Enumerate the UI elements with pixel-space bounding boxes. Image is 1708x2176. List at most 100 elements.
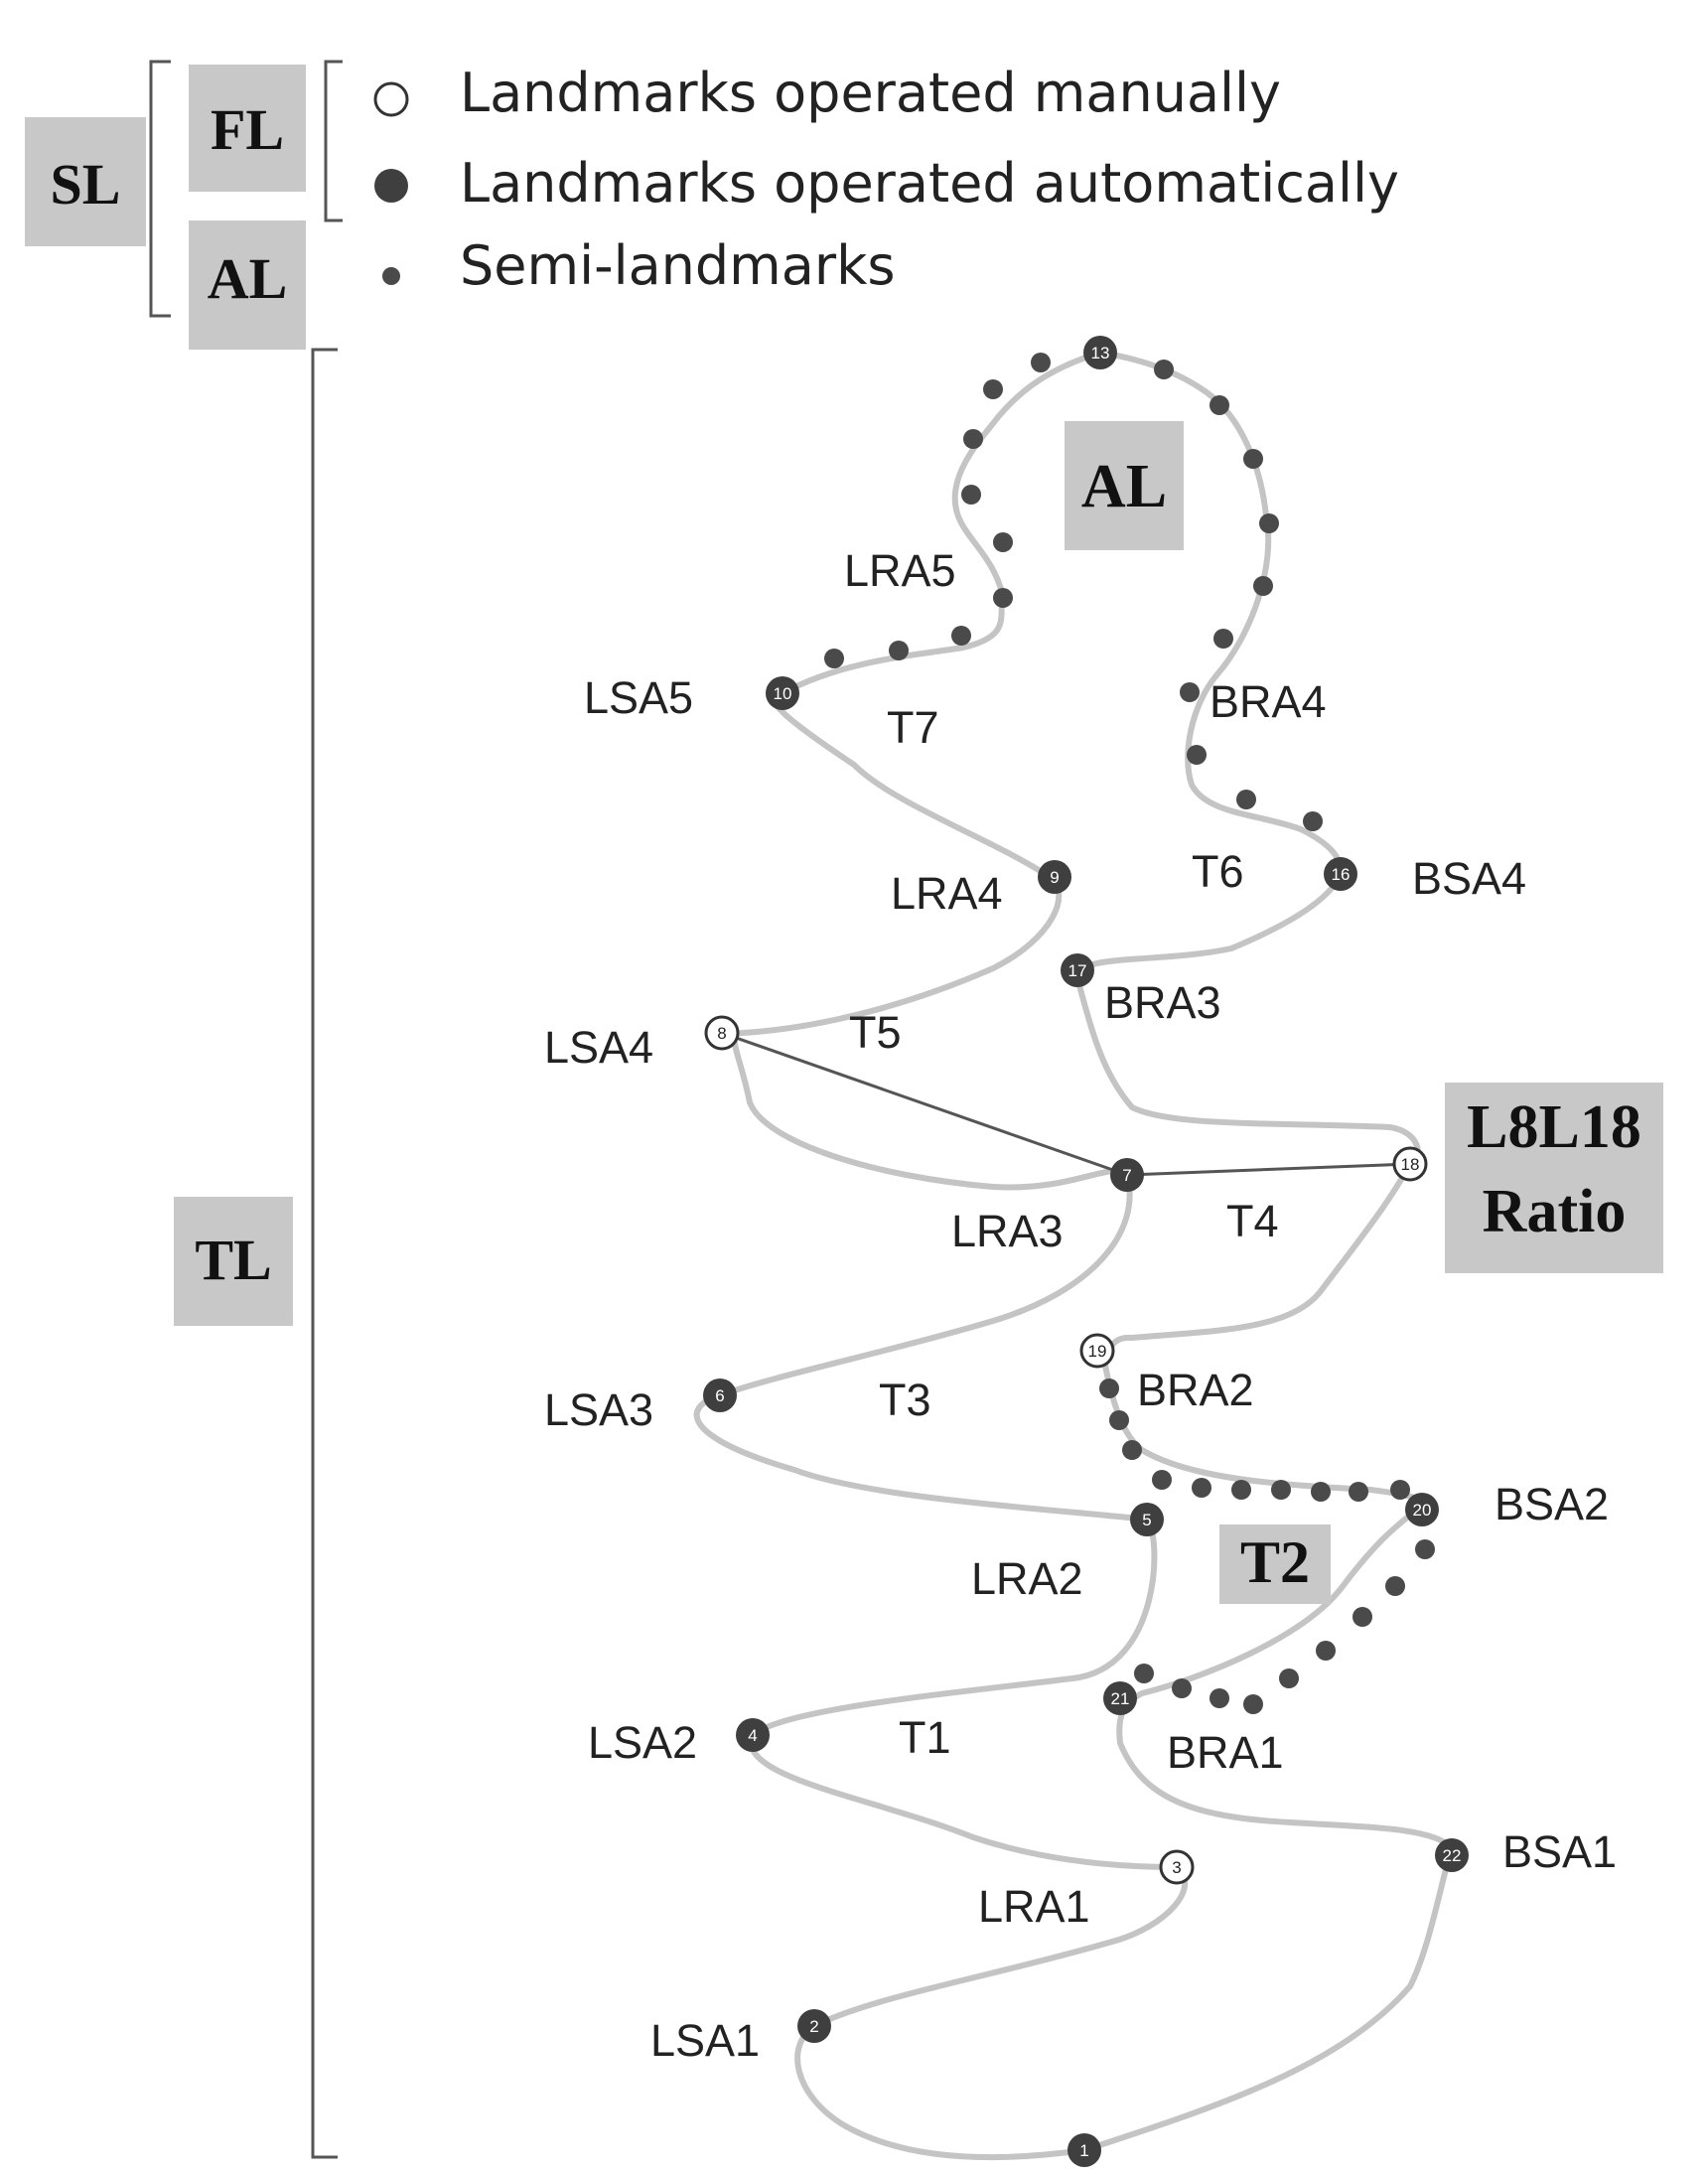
semi-landmark — [963, 429, 983, 449]
ratio-lines — [721, 1031, 1411, 1177]
landmark-16: 16 — [1324, 857, 1357, 891]
label-LSA1: LSA1 — [650, 2015, 760, 2066]
fl-bracket — [324, 60, 343, 222]
svg-text:9: 9 — [1050, 868, 1059, 887]
semi-landmark — [993, 588, 1013, 608]
label-BRA3: BRA3 — [1104, 977, 1221, 1028]
tl-bracket — [311, 348, 338, 2159]
svg-text:8: 8 — [717, 1024, 726, 1043]
svg-text:22: 22 — [1443, 1846, 1462, 1865]
tl-label: TL — [195, 1228, 271, 1292]
outline-left — [693, 350, 1189, 2161]
semi-landmark — [1243, 449, 1263, 469]
semi-landmark — [1213, 629, 1233, 649]
label-BRA2: BRA2 — [1137, 1365, 1254, 1415]
ratio-box: L8L18 Ratio — [1445, 1083, 1663, 1273]
tl-box: TL — [174, 1197, 293, 1326]
semi-landmark — [1172, 1678, 1192, 1698]
semi-landmark — [951, 626, 971, 646]
legend-manual-label: Landmarks operated manually — [460, 62, 1281, 124]
semi-landmark — [1415, 1539, 1435, 1559]
semi-landmark — [1236, 790, 1256, 809]
label-LSA4: LSA4 — [544, 1022, 653, 1073]
landmark-13: 13 — [1083, 336, 1117, 369]
bracket-group — [149, 60, 343, 2159]
ratio-line2-label: Ratio — [1483, 1178, 1627, 1245]
svg-text:5: 5 — [1142, 1511, 1151, 1529]
landmark-20: 20 — [1405, 1493, 1439, 1526]
label-T5: T5 — [849, 1007, 902, 1058]
label-T4: T4 — [1226, 1196, 1279, 1246]
legend-semi-label: Semi-landmarks — [460, 234, 896, 297]
svg-text:4: 4 — [748, 1726, 757, 1745]
svg-text:10: 10 — [774, 684, 792, 703]
svg-text:17: 17 — [1068, 961, 1087, 980]
svg-text:19: 19 — [1088, 1342, 1107, 1361]
semi-landmark — [889, 641, 909, 660]
sl-box: SL — [25, 117, 146, 246]
outline-right — [1073, 350, 1455, 2153]
semi-landmark — [1031, 353, 1051, 372]
svg-text:1: 1 — [1079, 2141, 1088, 2160]
svg-text:16: 16 — [1332, 865, 1351, 884]
semi-landmark — [1390, 1480, 1410, 1500]
fl-label: FL — [211, 97, 284, 162]
landmark-1: 1 — [1068, 2133, 1101, 2167]
label-LSA3: LSA3 — [544, 1384, 653, 1435]
semi-landmark — [1385, 1576, 1405, 1596]
line-7-to-18 — [1126, 1162, 1411, 1177]
al-overlay-label: AL — [1081, 453, 1167, 520]
al-legend-label: AL — [208, 246, 288, 311]
svg-text:3: 3 — [1172, 1858, 1181, 1877]
semi-landmark — [824, 649, 844, 668]
semi-landmark — [993, 532, 1013, 552]
legend-automatic-label: Landmarks operated automatically — [460, 152, 1399, 215]
semi-landmark — [1243, 1694, 1263, 1714]
semi-landmarks — [824, 353, 1435, 1714]
semi-landmark — [1180, 682, 1200, 702]
landmark-21: 21 — [1103, 1681, 1137, 1715]
landmark-7: 7 — [1110, 1158, 1144, 1192]
svg-text:2: 2 — [809, 2017, 818, 2036]
svg-text:7: 7 — [1122, 1166, 1131, 1185]
al-overlay-box: AL — [1065, 421, 1184, 550]
sl-bracket — [149, 60, 171, 318]
semi-landmark — [1152, 1470, 1172, 1490]
manual-landmark-icon — [373, 81, 409, 117]
landmark-2: 2 — [797, 2009, 831, 2043]
landmark-18: 18 — [1392, 1146, 1428, 1182]
landmark-9: 9 — [1038, 860, 1071, 894]
label-BSA1: BSA1 — [1502, 1826, 1617, 1877]
label-BSA2: BSA2 — [1494, 1479, 1609, 1529]
label-T6: T6 — [1192, 846, 1244, 897]
landmark-17: 17 — [1061, 953, 1094, 987]
label-LRA1: LRA1 — [978, 1881, 1090, 1932]
t2-overlay-label: T2 — [1240, 1529, 1310, 1595]
semi-landmark — [961, 485, 981, 505]
semi-landmark — [1154, 360, 1174, 379]
semi-landmark — [1259, 513, 1279, 533]
landmark-8: 8 — [704, 1015, 740, 1051]
semi-landmark — [983, 379, 1003, 399]
semi-landmark — [1349, 1482, 1368, 1502]
semi-landmark — [1253, 576, 1273, 596]
label-BRA4: BRA4 — [1210, 676, 1327, 727]
label-BSA4: BSA4 — [1412, 853, 1526, 904]
semi-landmark — [1210, 395, 1229, 415]
label-T3: T3 — [879, 1375, 931, 1425]
landmark-22: 22 — [1435, 1838, 1469, 1872]
label-LSA5: LSA5 — [584, 672, 693, 723]
semi-landmark — [1134, 1664, 1154, 1683]
landmark-3: 3 — [1159, 1849, 1195, 1885]
t2-box: T2 — [1219, 1524, 1331, 1604]
svg-text:21: 21 — [1111, 1689, 1130, 1708]
ratio-line1-label: L8L18 — [1467, 1093, 1641, 1161]
landmark-6: 6 — [703, 1378, 737, 1412]
semi-landmark — [1316, 1641, 1336, 1661]
semi-landmark — [1187, 745, 1207, 765]
legend: Landmarks operated manually Landmarks op… — [373, 62, 1399, 297]
label-LRA5: LRA5 — [844, 545, 956, 596]
sl-label: SL — [51, 152, 121, 217]
label-LRA2: LRA2 — [971, 1553, 1083, 1604]
